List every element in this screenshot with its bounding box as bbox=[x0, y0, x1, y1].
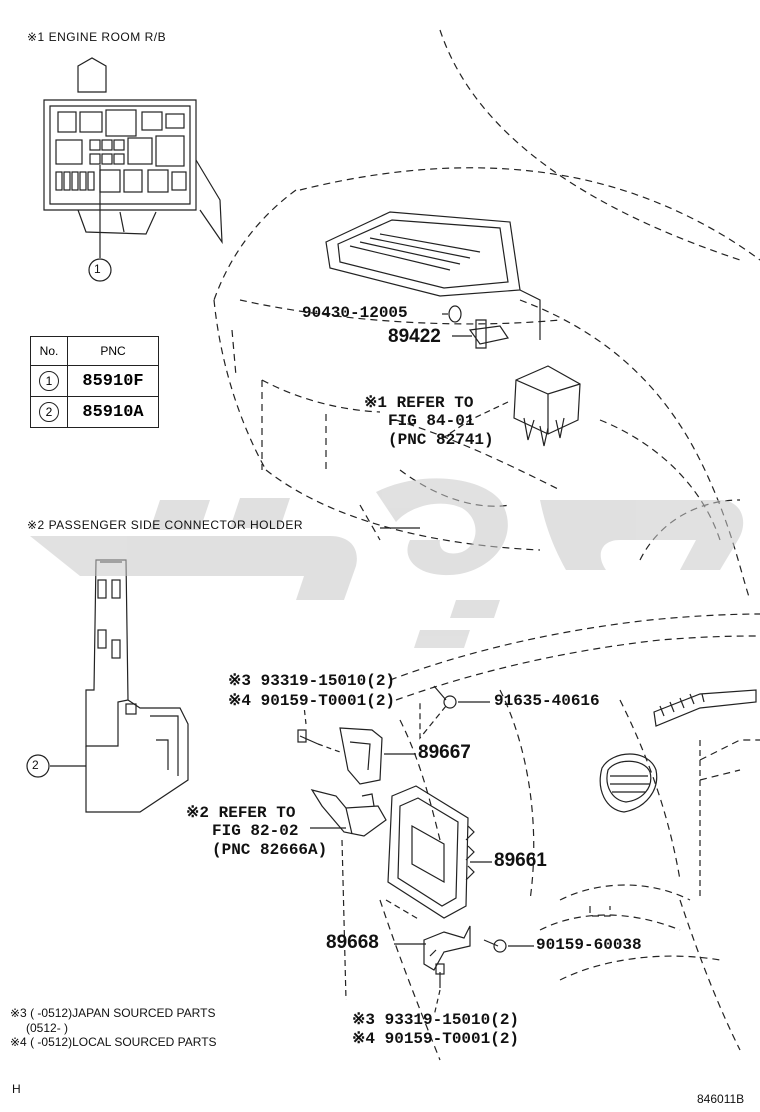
refer-2-line1: ※2 REFER TO bbox=[186, 804, 296, 822]
refer-1-line3: (PNC 82741) bbox=[388, 431, 494, 449]
part-label-89422: 89422 bbox=[388, 326, 441, 347]
footnote-3-range: (0512- ) bbox=[26, 1021, 69, 1035]
footnote-3: ※3 ( -0512)JAPAN SOURCED PARTS bbox=[10, 1006, 216, 1020]
pnc-table-row-value: 85910F bbox=[67, 365, 159, 397]
callout-number-2: 2 bbox=[32, 758, 40, 772]
row-callout-2: 2 bbox=[39, 402, 59, 422]
holder-bracket-82666a bbox=[310, 789, 387, 837]
connector-holder bbox=[85, 559, 189, 813]
part-label-91635-40616: 91635-40616 bbox=[494, 692, 600, 710]
refer-1-line2: FIG 84-01 bbox=[388, 412, 475, 430]
bolt-91635 bbox=[433, 685, 457, 709]
row-callout-1: 1 bbox=[39, 371, 59, 391]
refer-2-line2: FIG 82-02 bbox=[212, 822, 299, 840]
page-code: H bbox=[12, 1082, 21, 1096]
figure-code: 846011B bbox=[697, 1092, 745, 1106]
engine-cover bbox=[325, 211, 541, 340]
part-label-90159-60038: 90159-60038 bbox=[536, 936, 642, 954]
pnc-table-header-no: No. bbox=[30, 336, 68, 366]
air-vent bbox=[599, 753, 658, 813]
callout-number-1: 1 bbox=[94, 262, 102, 276]
dashboard-outline bbox=[379, 613, 760, 1061]
pnc-table-row-no: 1 bbox=[30, 365, 68, 397]
part-label-89661: 89661 bbox=[494, 850, 547, 871]
module-82741 bbox=[513, 365, 581, 447]
refer-1-line1: ※1 REFER TO bbox=[364, 394, 474, 412]
part-label-90430-12005: 90430-12005 bbox=[302, 304, 408, 322]
bracket-89667 bbox=[339, 727, 383, 785]
screw-93319-bottom bbox=[433, 963, 445, 1017]
pnc-table-row-no: 2 bbox=[30, 396, 68, 428]
refer-2-line3: (PNC 82666A) bbox=[212, 841, 328, 859]
pnc-table-row-value: 85910A bbox=[67, 396, 159, 428]
pnc-table-header: No. PNC bbox=[30, 336, 159, 366]
pnc-table-row: 1 85910F bbox=[30, 365, 159, 397]
engine-room-relay-box bbox=[43, 57, 223, 258]
ecu-89661 bbox=[387, 785, 475, 919]
part-label-89667: 89667 bbox=[418, 742, 471, 763]
bracket-89668 bbox=[423, 925, 471, 971]
callout-circle-1 bbox=[88, 258, 112, 282]
footnote-4: ※4 ( -0512)LOCAL SOURCED PARTS bbox=[10, 1035, 217, 1049]
part-label-90159-bottom: ※4 90159-T0001(2) bbox=[352, 1030, 520, 1048]
callout-circle-2 bbox=[26, 754, 50, 778]
pnc-table-header-pnc: PNC bbox=[67, 336, 159, 366]
pnc-table: No. PNC 1 85910F 2 85910A bbox=[30, 336, 159, 428]
part-label-89668: 89668 bbox=[326, 932, 379, 953]
pnc-table-row: 2 85910A bbox=[30, 396, 159, 428]
part-label-93319-bottom: ※3 93319-15010(2) bbox=[352, 1011, 520, 1029]
section-title-passenger-holder: ※2 PASSENGER SIDE CONNECTOR HOLDER bbox=[27, 518, 303, 532]
screw-93319-top bbox=[297, 705, 319, 745]
top-vent bbox=[653, 689, 757, 727]
part-label-90159-top: ※4 90159-T0001(2) bbox=[228, 692, 396, 710]
section-title-engine-room: ※1 ENGINE ROOM R/B bbox=[27, 30, 167, 44]
part-label-93319-top: ※3 93319-15010(2) bbox=[228, 672, 396, 690]
sensor-89422 bbox=[468, 319, 509, 349]
bolt-90159-60038 bbox=[483, 939, 507, 953]
washer-90430 bbox=[448, 305, 462, 323]
watermark bbox=[30, 478, 744, 648]
